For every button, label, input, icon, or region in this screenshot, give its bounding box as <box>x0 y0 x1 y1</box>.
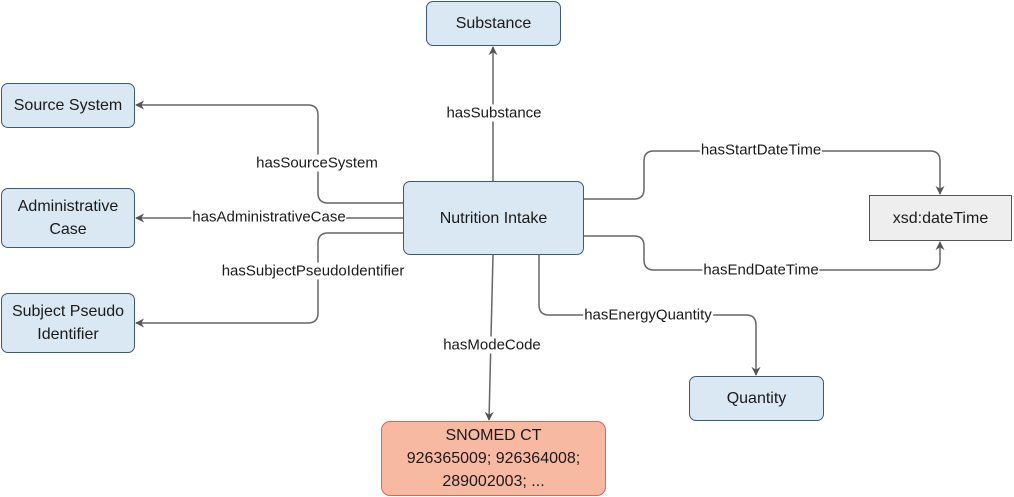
node-snomed-ct[interactable]: SNOMED CT 926365009; 926364008; 28900200… <box>381 421 606 496</box>
edge-label-has-mode-code: hasModeCode <box>442 336 542 354</box>
node-label: Source System <box>13 97 123 114</box>
edge-has-end-date-time <box>584 235 945 271</box>
node-administrative-case[interactable]: Administrative Case <box>1 188 135 248</box>
node-label: Administrative Case <box>17 198 119 238</box>
edge-label-has-subject-pseudo-identifier: hasSubjectPseudoIdentifier <box>220 262 406 280</box>
node-quantity[interactable]: Quantity <box>689 376 824 421</box>
edge-label-has-administrative-case: hasAdministrativeCase <box>191 208 347 226</box>
edge-label-has-source-system: hasSourceSystem <box>255 154 379 172</box>
node-xsd-datetime[interactable]: xsd:dateTime <box>869 195 1012 241</box>
node-label: Nutrition Intake <box>439 209 548 227</box>
node-label: SNOMED CT 926365009; 926364008; 28900200… <box>406 427 581 490</box>
node-source-system[interactable]: Source System <box>1 83 135 128</box>
edge-has-start-date-time <box>584 150 945 200</box>
node-subject-pseudo-identifier[interactable]: Subject Pseudo Identifier <box>1 293 135 353</box>
node-nutrition-intake[interactable]: Nutrition Intake <box>403 181 584 255</box>
edge-label-has-substance: hasSubstance <box>445 104 543 122</box>
edge-has-source-system <box>135 100 403 204</box>
node-substance[interactable]: Substance <box>426 1 561 46</box>
node-label: xsd:dateTime <box>892 209 989 227</box>
edge-label-has-start-date-time: hasStartDateTime <box>699 141 823 159</box>
edge-label-has-end-date-time: hasEndDateTime <box>702 261 820 279</box>
node-label: Subject Pseudo Identifier <box>11 303 125 343</box>
node-label: Substance <box>455 15 532 32</box>
node-label: Quantity <box>726 390 787 407</box>
edge-label-has-energy-quantity: hasEnergyQuantity <box>583 306 713 324</box>
